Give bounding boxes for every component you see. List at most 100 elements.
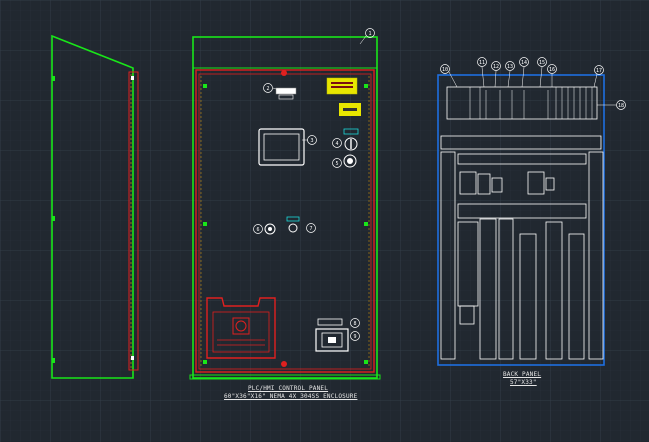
side-hinge-top	[52, 76, 55, 81]
wireway-horizontal-2	[457, 203, 587, 219]
callout-15: 15	[537, 57, 547, 67]
selector-switch	[344, 137, 358, 151]
callout-13: 13	[505, 61, 515, 71]
title-nameplate	[275, 87, 297, 95]
front-hinge-2	[203, 222, 207, 226]
callout-9-text: 9	[353, 334, 356, 340]
callout-18: 18	[616, 100, 626, 110]
front-enclosure-outline	[192, 36, 378, 379]
wireway-vertical-right	[588, 151, 604, 360]
callout-15-text: 15	[539, 60, 545, 66]
callout-2-text: 2	[266, 86, 269, 92]
callout-10-text: 10	[442, 67, 448, 73]
front-base	[189, 374, 381, 380]
indicator-light-left-core	[268, 227, 272, 231]
circuit-breaker-1	[477, 173, 491, 195]
warning-nameplate-text-2	[331, 86, 353, 88]
receptacle-legend	[317, 318, 343, 326]
callout-10: 10	[440, 64, 450, 74]
back-panel-outline	[437, 74, 605, 366]
terminal-stack	[459, 305, 475, 325]
door-latch-bottom	[281, 361, 287, 367]
front-hinge-6	[364, 360, 368, 364]
callout-17: 17	[594, 65, 604, 75]
callout-5-text: 5	[335, 161, 338, 167]
callout-4: 4	[332, 138, 342, 148]
callout-1-text: 1	[368, 31, 371, 37]
front-hinge-4	[364, 84, 368, 88]
hmi-screen	[263, 133, 300, 161]
relay-small	[545, 177, 555, 191]
side-view-outline	[51, 34, 134, 379]
callout-18-text: 18	[618, 103, 624, 109]
side-latch-top	[131, 76, 134, 80]
wireway-vertical-2	[479, 218, 497, 360]
receptacle-face	[328, 337, 336, 343]
front-view-title-line2: 60"X36"X16" NEMA 4X 304SS ENCLOSURE	[224, 393, 358, 400]
din-rail-1	[457, 153, 587, 165]
back-panel-title-line2: 57"X33"	[510, 379, 537, 386]
indicator-light-left	[264, 223, 276, 235]
wireway-vertical-3	[519, 233, 537, 360]
door-latch-top	[281, 70, 287, 76]
side-latch-bottom	[131, 356, 134, 360]
callout-7-text: 7	[309, 226, 312, 232]
callout-9: 9	[350, 331, 360, 341]
circuit-breaker-2	[491, 177, 503, 193]
side-hinge-mid	[52, 216, 55, 221]
callout-13-text: 13	[507, 64, 513, 70]
callout-3-text: 3	[310, 138, 313, 144]
callout-11-text: 11	[479, 60, 485, 66]
callout-16-text: 16	[549, 67, 555, 73]
callout-14-text: 14	[521, 60, 527, 66]
disconnect-handle	[206, 297, 276, 359]
callout-12-text: 12	[493, 64, 499, 70]
title-nameplate-holder	[278, 94, 294, 100]
power-supply	[459, 171, 477, 195]
front-hinge-5	[364, 222, 368, 226]
callout-2: 2	[263, 83, 273, 93]
leader-lines	[272, 35, 616, 141]
callout-17-text: 17	[596, 68, 602, 74]
pushbutton-core	[347, 158, 353, 164]
callout-5: 5	[332, 158, 342, 168]
back-panel-title-line1: BACK PANEL	[503, 371, 542, 378]
selector-legend	[343, 128, 359, 135]
caution-nameplate-text	[343, 108, 357, 111]
callout-11: 11	[477, 57, 487, 67]
callout-12: 12	[491, 61, 501, 71]
front-door-flange	[195, 69, 375, 373]
front-view-title-line1: PLC/HMI CONTROL PANEL	[248, 385, 329, 392]
indicator-light-right	[288, 223, 298, 233]
wireway-vertical-4	[568, 233, 585, 360]
din-rail-vertical-2	[545, 221, 563, 360]
warning-nameplate-text	[331, 82, 353, 84]
callout-8: 8	[350, 318, 360, 328]
front-hinge-3	[203, 360, 207, 364]
receptacle-cover	[315, 328, 349, 352]
side-hinge-bottom	[52, 358, 55, 363]
pdb-segments	[469, 87, 593, 119]
front-view	[189, 36, 381, 380]
receptacle-outlet	[321, 332, 343, 348]
relay-block	[527, 171, 545, 195]
pushbutton	[343, 154, 357, 168]
side-view	[51, 34, 139, 379]
callout-6-text: 6	[256, 227, 259, 233]
side-flange	[128, 71, 139, 371]
callout-6: 6	[253, 224, 263, 234]
hmi-bezel	[258, 128, 305, 166]
callout-14: 14	[519, 57, 529, 67]
wireway-horizontal-1	[440, 135, 602, 150]
callout-1: 1	[365, 28, 375, 38]
callout-8-text: 8	[353, 321, 356, 327]
front-hinge-1	[203, 84, 207, 88]
callout-16: 16	[547, 64, 557, 74]
wireway-vertical-left	[440, 151, 456, 360]
indicator-legend	[286, 216, 300, 222]
callout-4-text: 4	[335, 141, 338, 147]
callout-7: 7	[306, 223, 316, 233]
din-rail-vertical-1	[498, 218, 514, 360]
back-panel-view	[437, 74, 605, 366]
